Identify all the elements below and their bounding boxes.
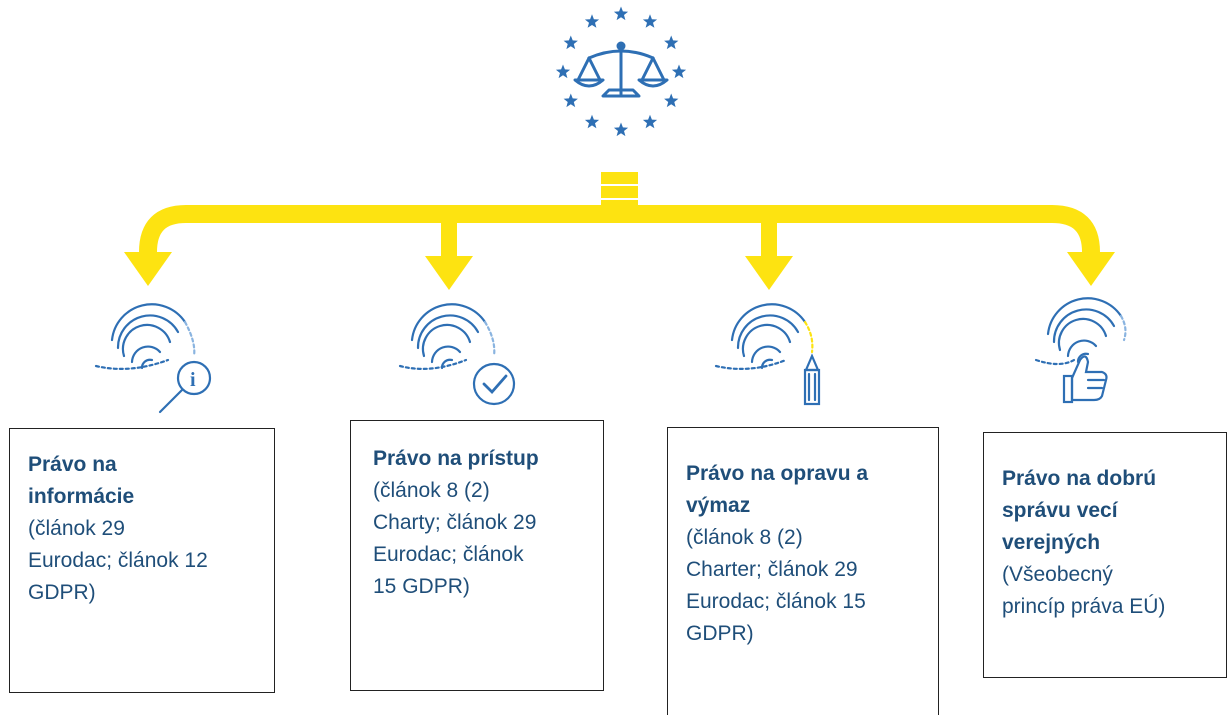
right-title-line: správu vecí (1002, 499, 1118, 522)
right-title-line: verejných (1002, 531, 1101, 554)
eu-star-icon (613, 122, 629, 137)
right-box-good-administration: Právo na dobrú správu vecí verejných (Vš… (983, 432, 1227, 678)
branch-bar (139, 205, 1100, 253)
eu-star-icon (664, 35, 679, 50)
right-desc-line: Charter; článok 29 (686, 558, 858, 581)
arrowhead-3 (745, 256, 793, 290)
right-desc-line: GDPR) (686, 622, 754, 645)
right-desc-line: princíp práva EÚ) (1002, 595, 1166, 618)
connector-arrows (124, 172, 1115, 290)
fingerprint-info-magnifier-icon: i (94, 303, 212, 414)
right-desc-line: (Všeobecný (1002, 563, 1113, 586)
fingerprint-thumbs-up-icon (1034, 297, 1127, 404)
right-title-line: Právo na dobrú (1002, 467, 1157, 490)
eu-star-icon (555, 64, 571, 79)
right-title-line: Právo na prístup (373, 447, 539, 470)
right-desc-line: (článok 8 (2) (686, 526, 803, 549)
arrowhead-2 (425, 256, 473, 290)
scales-of-justice-icon (573, 41, 669, 98)
eu-star-icon (671, 64, 687, 79)
eu-star-icon (584, 114, 600, 129)
right-desc-line: Eurodac; článok 15 (686, 590, 866, 613)
eu-star-icon (664, 93, 679, 108)
right-title-line: informácie (28, 485, 135, 508)
arrowhead-1 (124, 252, 172, 286)
eu-stars-ring (555, 6, 687, 137)
right-desc-line: Eurodac; článok 12 (28, 549, 208, 572)
fingerprint-checkmark-icon (398, 303, 516, 406)
right-title-line: výmaz (686, 494, 751, 517)
right-box-rectification-erasure: Právo na opravu a výmaz (článok 8 (2) Ch… (667, 427, 939, 715)
eu-star-icon (642, 114, 658, 129)
right-desc-line: Charty; článok 29 (373, 511, 537, 534)
right-desc-line: Eurodac; článok (373, 543, 524, 566)
eu-justice-emblem-icon (555, 6, 687, 137)
trunk-segment-top (601, 172, 638, 184)
right-box-access: Právo na prístup (článok 8 (2) Charty; č… (350, 420, 604, 691)
eu-star-icon (563, 93, 578, 108)
svg-text:i: i (190, 369, 196, 391)
eu-star-icon (642, 14, 658, 28)
right-box-information: Právo na informácie (článok 29 Eurodac; … (9, 428, 275, 693)
fingerprint-pencil-icon (714, 303, 821, 406)
arrowhead-4 (1067, 252, 1115, 286)
eu-star-icon (563, 35, 578, 50)
right-title-line: Právo na (28, 453, 117, 476)
eu-star-icon (613, 6, 629, 21)
right-desc-line: 15 GDPR) (373, 575, 470, 598)
right-title-line: Právo na opravu a (686, 462, 869, 485)
right-desc-line: (článok 29 (28, 517, 125, 540)
trunk-segment-middle (601, 186, 638, 198)
right-desc-line: (článok 8 (2) (373, 479, 490, 502)
eu-star-icon (584, 14, 600, 28)
right-desc-line: GDPR) (28, 581, 96, 604)
